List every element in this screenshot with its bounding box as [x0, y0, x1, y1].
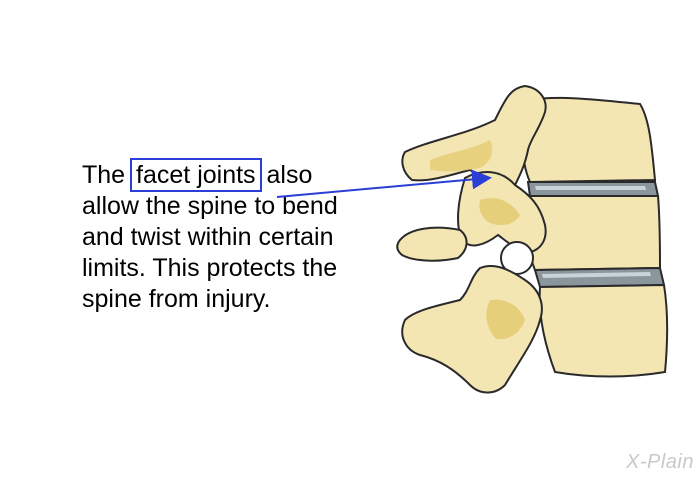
middle-bone-shading — [479, 198, 520, 226]
caption-text: The facet joints also allow the spine to… — [82, 158, 382, 315]
upper-bone-shading — [430, 140, 493, 172]
caption-line1-suffix: also — [266, 161, 313, 189]
caption-line-2: allow the spine to bend — [82, 192, 338, 220]
caption-line-3: and twist within certain — [82, 223, 334, 251]
upper-posterior-process — [401, 84, 547, 187]
lower-disc-highlight — [542, 272, 651, 278]
caption-prefix: The — [82, 161, 126, 189]
upper-disc-highlight — [535, 186, 646, 190]
lower-vertebral-body — [538, 283, 669, 378]
lower-bone-shading — [486, 299, 525, 340]
middle-transverse-process — [396, 226, 468, 262]
lower-posterior-process — [401, 264, 543, 394]
caption-line-4: limits. This protects the — [82, 254, 338, 282]
caption-line-5: spine from injury. — [82, 285, 271, 313]
brand-logo: X-Plain — [626, 451, 694, 473]
facet-joints-highlight: facet joints — [130, 158, 262, 192]
caption-line-1: The facet joints also — [82, 158, 382, 192]
